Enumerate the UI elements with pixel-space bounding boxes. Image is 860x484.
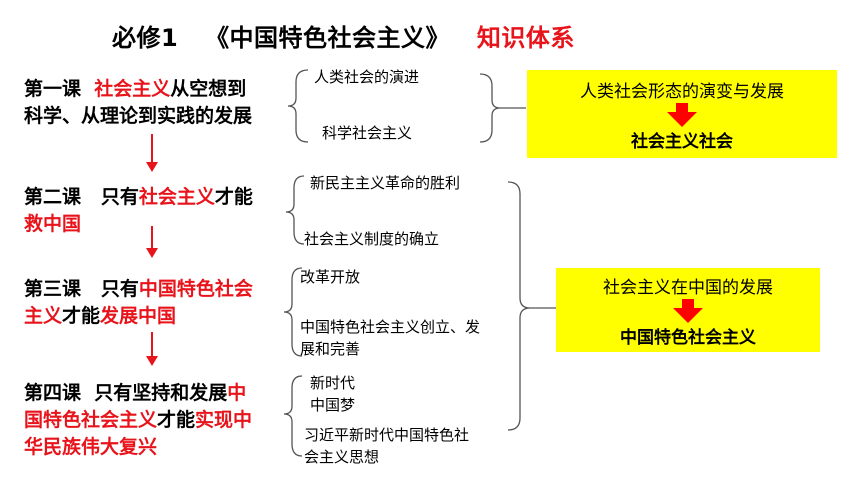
highlight-text: 华民族伟大复兴	[24, 436, 158, 458]
subtopic-l4a: 新时代 中国梦	[310, 374, 356, 414]
title-topic: 知识体系	[476, 24, 575, 52]
text-run: 才能	[62, 305, 101, 327]
highlight-text: 中国特色社会	[138, 278, 253, 300]
subtopic-l3b: 中国特色社会主义创立、发 展和完善	[300, 318, 481, 358]
subtopic-l2a: 新民主主义革命的胜利	[310, 174, 461, 192]
summary-box-bottom: 社会主义在中国的发展 中国特色社会主义	[556, 268, 820, 352]
text-run: 第四课 只有坚持和发展	[24, 382, 228, 404]
down-arrow-icon	[667, 103, 697, 127]
lesson1-bracket	[287, 69, 309, 143]
highlight-text: 主义	[24, 305, 63, 327]
lesson-2-line2: 救中国	[24, 211, 253, 238]
text-run: 第三课 只有	[24, 278, 139, 300]
lesson3-bracket	[283, 267, 303, 357]
subtopic-l3a: 改革开放	[300, 268, 361, 286]
highlight-text: 中	[227, 382, 247, 404]
text-run: 科学、从理论到实践的发展	[24, 105, 253, 127]
subtopic-l1a: 人类社会的演进	[314, 68, 420, 86]
highlight-text: 救中国	[24, 213, 82, 235]
lesson-2-line1: 第二课 只有社会主义才能	[24, 184, 253, 211]
highlight-text: 社会主义	[94, 78, 171, 100]
lesson-4: 第四课 只有坚持和发展中 国特色社会主义才能实现中 华民族伟大复兴	[24, 380, 252, 461]
lesson-4-line2: 国特色社会主义才能实现中	[24, 407, 252, 434]
title-course: 必修1	[112, 24, 179, 52]
page-title: 必修1 《中国特色社会主义》 知识体系	[112, 18, 575, 53]
text-run: 第一课	[24, 78, 95, 100]
box-bottom-line2: 中国特色社会主义	[620, 328, 756, 348]
lesson-3-line2: 主义才能发展中国	[24, 303, 253, 330]
subtopic-l2b: 社会主义制度的确立	[304, 230, 440, 248]
lesson-4-line3: 华民族伟大复兴	[24, 434, 252, 461]
lessons2to4-right-bracket	[507, 181, 531, 431]
text-run: 才能	[157, 409, 196, 431]
lesson-1: 第一课 社会主义从空想到 科学、从理论到实践的发展	[24, 76, 252, 130]
lesson-3: 第三课 只有中国特色社会 主义才能发展中国	[24, 276, 253, 330]
box-top-line2: 社会主义社会	[631, 132, 733, 152]
lesson-3-line1: 第三课 只有中国特色社会	[24, 276, 253, 303]
highlight-text: 实现中	[195, 409, 253, 431]
lesson4-bracket	[283, 375, 303, 457]
text-run: 才能	[214, 186, 253, 208]
lesson-1-line2: 科学、从理论到实践的发展	[24, 103, 252, 130]
subtopic-l1b: 科学社会主义	[322, 124, 413, 142]
summary-box-top: 人类社会形态的演变与发展 社会主义社会	[527, 70, 837, 158]
text-run: 第二课 只有	[24, 186, 139, 208]
box-top-line1: 人类社会形态的演变与发展	[580, 82, 784, 102]
highlight-text: 社会主义	[138, 186, 215, 208]
box-bottom-line1: 社会主义在中国的发展	[603, 278, 773, 298]
lesson-4-line1: 第四课 只有坚持和发展中	[24, 380, 252, 407]
title-book: 《中国特色社会主义》	[205, 24, 451, 52]
lesson2-bracket	[285, 175, 305, 245]
text-run: 从空想到	[170, 78, 247, 100]
lesson-flow-arrows	[146, 134, 158, 366]
lesson-1-line1: 第一课 社会主义从空想到	[24, 76, 252, 103]
highlight-text: 发展中国	[100, 305, 177, 327]
lesson-2: 第二课 只有社会主义才能 救中国	[24, 184, 253, 238]
down-arrow-icon	[673, 299, 703, 323]
highlight-text: 国特色社会主义	[24, 409, 158, 431]
lesson1-right-bracket	[479, 73, 501, 143]
subtopic-l4b: 习近平新时代中国特色社 会主义思想	[304, 426, 470, 466]
